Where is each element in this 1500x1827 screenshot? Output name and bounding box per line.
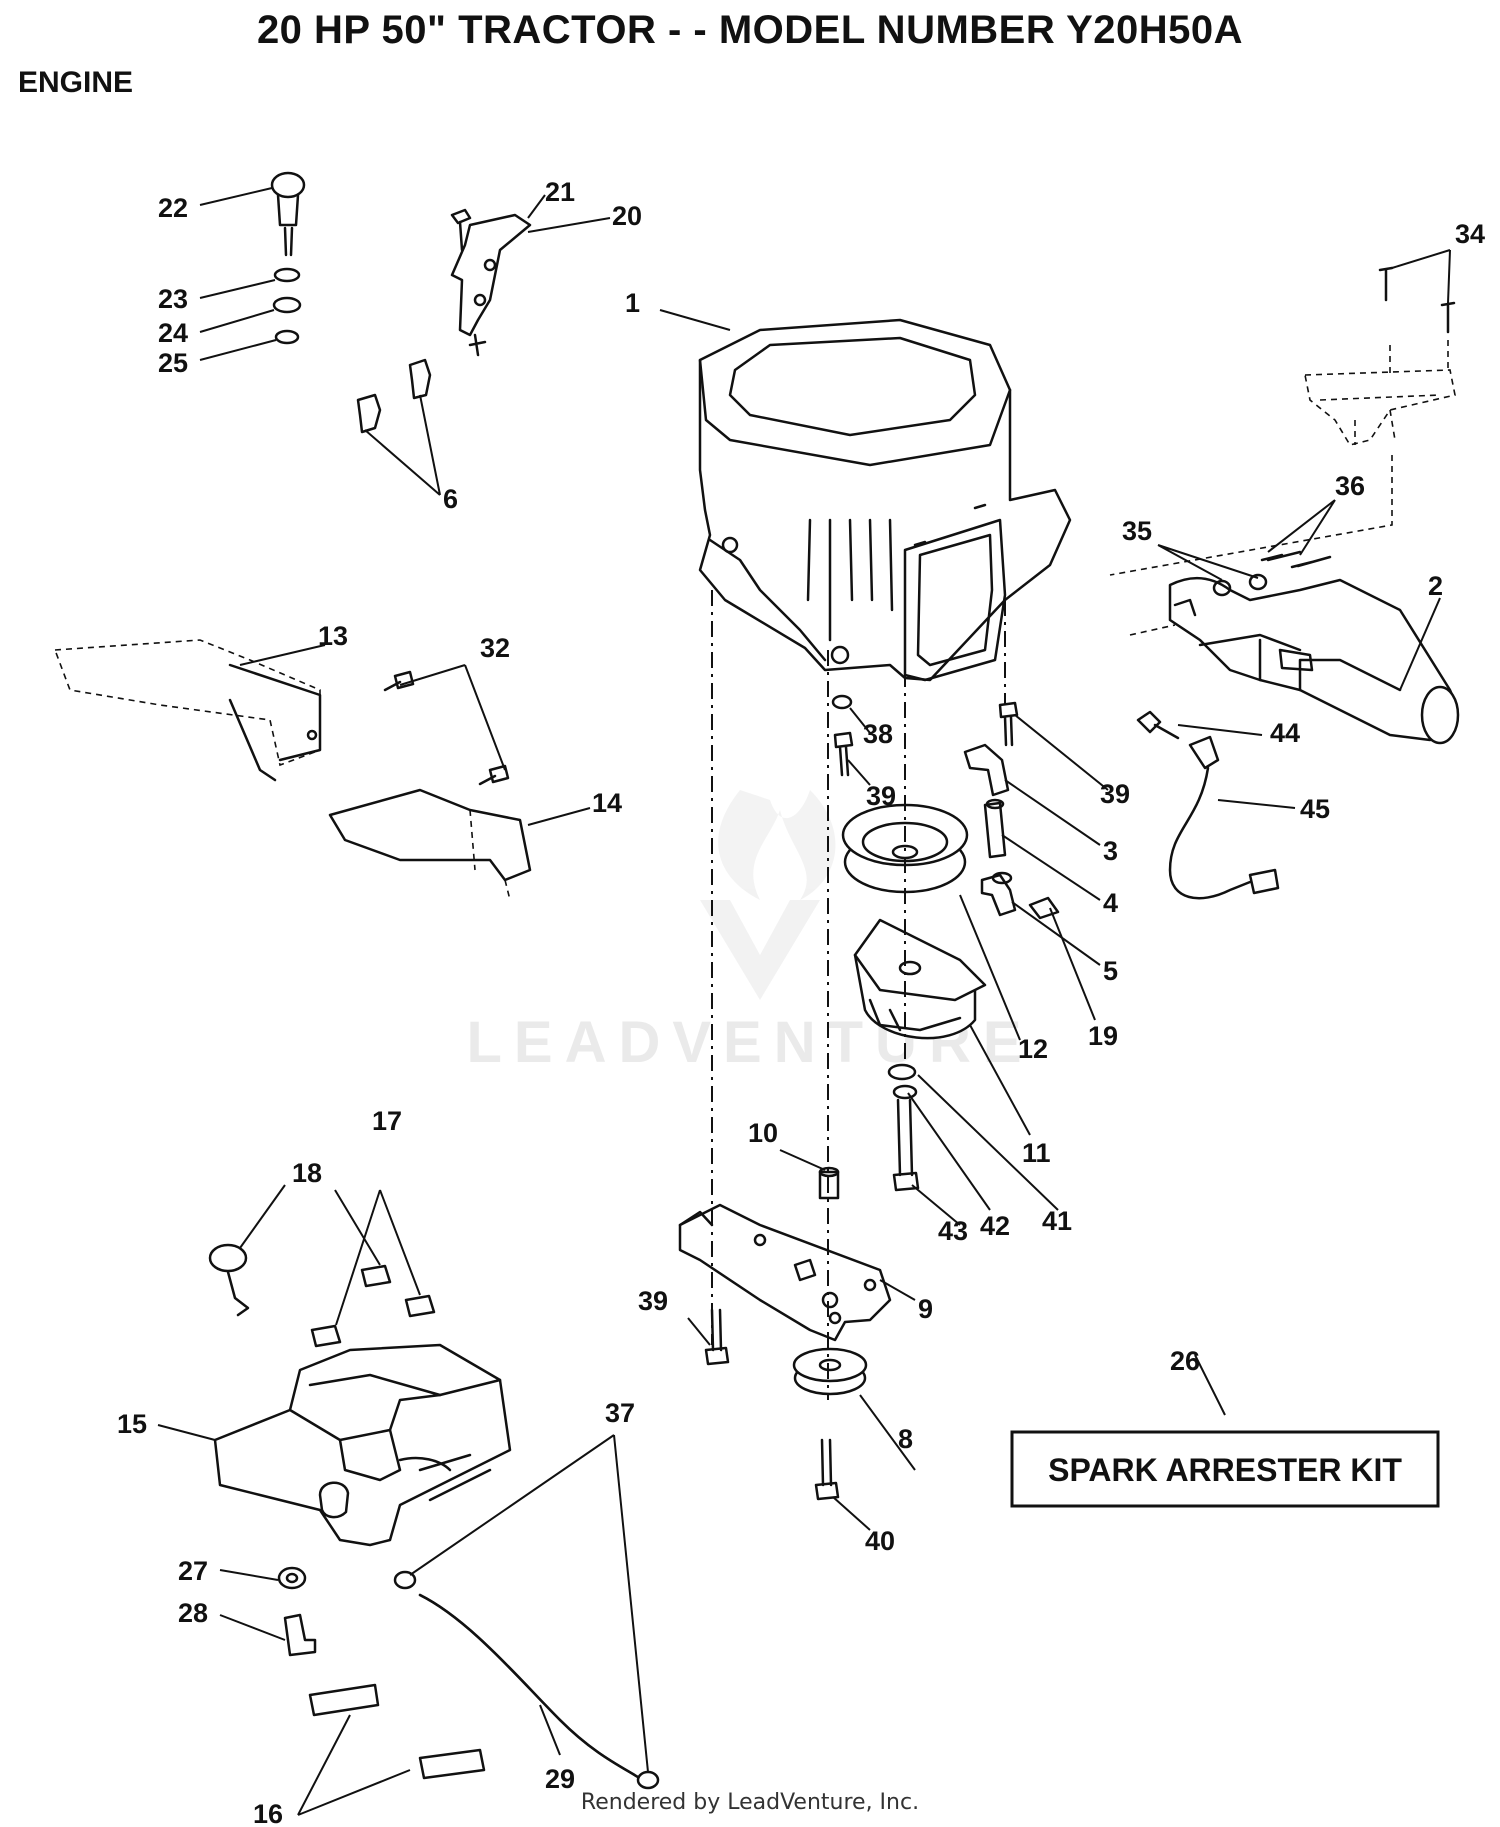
callout-label: 1 (625, 288, 640, 318)
callout-label: 45 (1300, 794, 1330, 824)
lower-bolts (704, 1308, 840, 1501)
callout-label: 43 (938, 1216, 968, 1246)
idler-bracket-plate (678, 1203, 892, 1342)
engine-mount-hardware (831, 694, 1019, 777)
callout-label: 28 (178, 1598, 208, 1628)
callout-label: 32 (480, 633, 510, 663)
muffler-bracket-hidden (1109, 340, 1456, 576)
callout-label: 36 (1335, 471, 1365, 501)
callout-label: 14 (592, 788, 622, 818)
callout-label: 25 (158, 348, 188, 378)
callout-label: 6 (443, 484, 458, 514)
callout-label: 34 (1455, 219, 1485, 249)
callout-label: 26 (1170, 1346, 1200, 1376)
fuel-cap (208, 1243, 250, 1317)
cable-clips (356, 358, 432, 434)
engine-assembly (698, 318, 1072, 682)
callout-label: 4 (1103, 888, 1118, 918)
section-heading: ENGINE (18, 66, 134, 99)
tank-pads-17 (310, 1264, 436, 1348)
washers-35-36 (1212, 550, 1332, 597)
callout-label: 44 (1270, 718, 1300, 748)
callout-label: 9 (918, 1294, 933, 1324)
callout-labels: 1 2 3 4 5 6 8 9 10 11 12 13 14 15 16 17 … (117, 177, 1485, 1827)
callout-label: 40 (865, 1526, 895, 1556)
knob-and-washers (270, 171, 306, 345)
callout-label: 24 (158, 318, 188, 348)
callout-label: 23 (158, 284, 188, 314)
screws-32 (383, 670, 510, 786)
shield-14 (328, 788, 532, 901)
leader-lines (157, 187, 1451, 1816)
callout-label: 35 (1122, 516, 1152, 546)
muffler-assembly (1129, 576, 1460, 745)
centerlines (711, 590, 1006, 1400)
callout-label: 3 (1103, 836, 1118, 866)
fuel-tank (213, 1343, 512, 1547)
callout-label: 38 (863, 719, 893, 749)
callout-label: 11 (1022, 1138, 1051, 1168)
clutch-hardware (887, 1063, 920, 1192)
throttle-bracket (450, 208, 532, 357)
callout-label: 19 (1088, 1021, 1118, 1051)
idler-pulley (792, 1347, 868, 1396)
spark-arrester-kit-box: SPARK ARRESTER KIT (1010, 1430, 1440, 1508)
callout-label: 39 (638, 1286, 668, 1316)
callout-label: 15 (117, 1409, 147, 1439)
footer-credit: Rendered by LeadVenture, Inc. (580, 1790, 920, 1815)
callout-label: 42 (980, 1211, 1010, 1241)
spark-arrester-kit-label: SPARK ARRESTER KIT (1048, 1452, 1402, 1488)
watermark-logo (700, 790, 836, 1000)
tank-pads-16 (308, 1683, 486, 1780)
callout-label: 18 (292, 1158, 322, 1188)
callout-label: 29 (545, 1764, 575, 1794)
callout-label: 8 (898, 1424, 913, 1454)
electric-clutch (853, 918, 987, 1040)
page-title: 20 HP 50" TRACTOR - - MODEL NUMBER Y20H5… (256, 8, 1244, 52)
callout-label: 13 (318, 621, 348, 651)
callout-label: 21 (545, 177, 575, 207)
callout-label: 17 (372, 1106, 402, 1136)
spark-plug-wire (1136, 710, 1280, 900)
fuel-fittings-26-27 (277, 1566, 317, 1657)
callout-label: 2 (1428, 571, 1443, 601)
drain-fittings (963, 743, 1060, 920)
callout-label: 20 (612, 201, 642, 231)
callout-label: 12 (1018, 1034, 1048, 1064)
callout-label: 39 (866, 781, 896, 811)
callout-label: 22 (158, 193, 188, 223)
callout-label: 16 (253, 1799, 283, 1827)
callout-label: 27 (178, 1556, 208, 1586)
callout-label: 10 (748, 1118, 778, 1148)
callout-label: 39 (1100, 779, 1130, 809)
callout-label: 5 (1103, 956, 1118, 986)
shield-13 (53, 639, 322, 782)
mounting-bolts-34 (1378, 266, 1456, 334)
callout-label: 41 (1042, 1206, 1072, 1236)
callout-label: 37 (605, 1398, 635, 1428)
